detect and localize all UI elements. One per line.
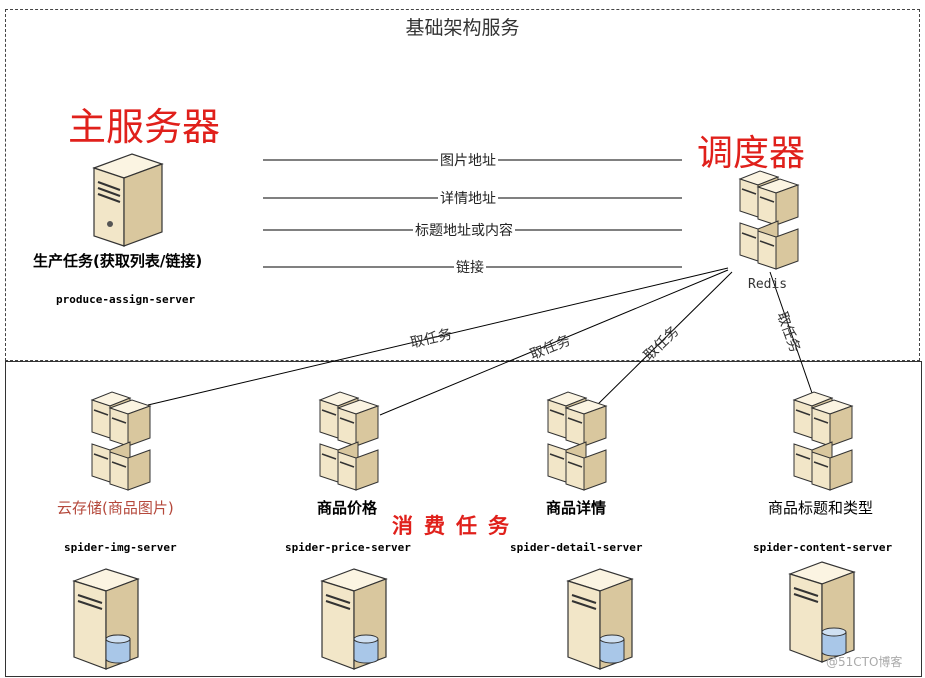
consume-task-title: 消费任务 xyxy=(392,514,520,538)
database-server-icon-img xyxy=(72,568,140,670)
main-server-title: 主服务器 xyxy=(68,105,221,149)
worker-host-content: spider-content-server xyxy=(753,541,893,554)
worker-rack-icon-content xyxy=(792,391,854,491)
infrastructure-boundary xyxy=(5,9,920,361)
worker-name-img: 云存储(商品图片) xyxy=(57,499,174,517)
worker-host-img: spider-img-server xyxy=(64,541,177,554)
worker-name-detail: 商品详情 xyxy=(546,499,607,517)
produce-host-label: produce-assign-server xyxy=(56,293,196,306)
watermark-label: @51CTO博客 xyxy=(826,655,903,669)
worker-rack-icon-img xyxy=(90,391,152,491)
link-label-link: 链接 xyxy=(454,257,486,277)
produce-task-label: 生产任务(获取列表/链接) xyxy=(33,252,203,270)
database-server-icon-content xyxy=(788,561,856,663)
worker-host-price: spider-price-server xyxy=(285,541,411,554)
scheduler-title: 调度器 xyxy=(697,133,806,174)
link-label-title-url: 标题地址或内容 xyxy=(413,220,515,240)
worker-rack-icon-price xyxy=(318,391,380,491)
database-server-icon-price xyxy=(320,568,388,670)
worker-name-price: 商品价格 xyxy=(317,499,378,517)
link-label-image-url: 图片地址 xyxy=(438,150,498,170)
worker-name-content: 商品标题和类型 xyxy=(768,499,874,517)
worker-host-detail: spider-detail-server xyxy=(510,541,643,554)
database-server-icon-detail xyxy=(566,568,634,670)
main-server-icon xyxy=(92,153,164,247)
redis-rack-icon xyxy=(738,170,800,270)
redis-label: Redis xyxy=(748,277,788,292)
worker-rack-icon-detail xyxy=(546,391,608,491)
consumer-boundary xyxy=(5,361,922,677)
link-label-detail-url: 详情地址 xyxy=(438,188,498,208)
infrastructure-title: 基础架构服务 xyxy=(405,17,520,39)
